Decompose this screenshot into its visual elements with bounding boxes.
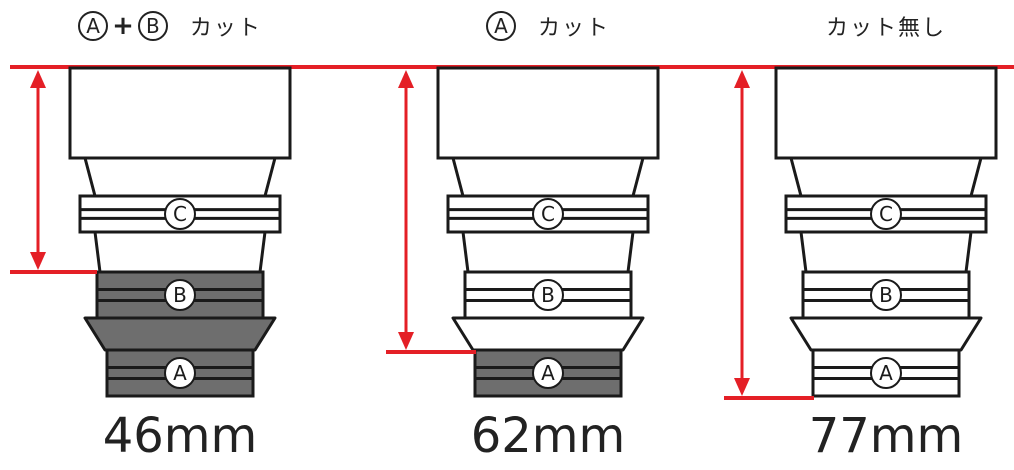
lower-taper xyxy=(83,316,277,352)
ring-label: C xyxy=(879,202,893,226)
ring-label-circle xyxy=(870,279,902,311)
ring-label: A xyxy=(541,361,555,385)
ring-b: B xyxy=(95,270,265,320)
ring-label-circle xyxy=(870,198,902,230)
upper-taper xyxy=(451,156,645,198)
header-no-cut: カット無し xyxy=(756,4,1014,48)
ring-label-circle xyxy=(532,357,564,389)
arrow-head-down xyxy=(734,378,750,396)
ring-label-circle xyxy=(164,357,196,389)
ring-label-circle xyxy=(164,279,196,311)
ring-label: B xyxy=(173,283,187,307)
arrow-head-up xyxy=(30,70,46,88)
ring-b: B xyxy=(801,270,971,320)
header-text: カット xyxy=(189,16,262,41)
ring-label: A xyxy=(173,361,187,385)
ring-a: A xyxy=(811,348,961,398)
ring-label-circle xyxy=(164,198,196,230)
middle-taper xyxy=(461,230,635,274)
socket-a-cut: C B A xyxy=(436,66,660,398)
ring-c: C xyxy=(78,194,282,234)
ring-c: C xyxy=(446,194,650,234)
socket-cup xyxy=(68,66,292,160)
ring-b: B xyxy=(463,270,633,320)
upper-taper xyxy=(83,156,277,198)
arrow-head-down xyxy=(30,252,46,270)
header-plus: + xyxy=(112,11,134,41)
upper-taper xyxy=(789,156,983,198)
ring-label-circle xyxy=(532,279,564,311)
ring-label: B xyxy=(541,283,555,307)
ring-label-circle xyxy=(870,357,902,389)
header-circle-a: A xyxy=(485,11,516,41)
ring-label: B xyxy=(879,283,893,307)
socket-cup xyxy=(436,66,660,160)
length-label-a-cut: 62mm xyxy=(470,408,626,464)
ring-a: A xyxy=(473,348,623,398)
ring-label: A xyxy=(879,361,893,385)
middle-taper xyxy=(93,230,267,274)
arrow-head-up xyxy=(398,70,414,88)
socket-ab-cut: C B A xyxy=(68,66,292,398)
dimension-arrow-a-cut xyxy=(398,70,414,350)
middle-taper xyxy=(799,230,973,274)
lower-taper xyxy=(789,316,983,352)
lower-taper xyxy=(451,316,645,352)
dimension-arrow-no-cut xyxy=(734,70,750,396)
header-circle-a: A xyxy=(78,11,109,41)
ring-label: C xyxy=(173,202,187,226)
header-text: カット無し xyxy=(825,16,946,41)
header-text: カット xyxy=(537,16,610,41)
length-label-ab-cut: 46mm xyxy=(102,408,258,464)
arrow-head-up xyxy=(734,70,750,88)
header-a-cut: A カット xyxy=(418,4,678,48)
arrow-head-down xyxy=(398,332,414,350)
length-label-no-cut: 77mm xyxy=(808,408,964,464)
ring-c: C xyxy=(784,194,988,234)
ring-label: C xyxy=(541,202,555,226)
header-circle-b: B xyxy=(137,11,168,41)
ring-label-circle xyxy=(532,198,564,230)
socket-no-cut: C B A xyxy=(774,66,998,398)
socket-cup xyxy=(774,66,998,160)
header-ab-cut: A + B カット xyxy=(40,4,300,48)
dimension-arrow-ab-cut xyxy=(30,70,46,270)
ring-a: A xyxy=(105,348,255,398)
